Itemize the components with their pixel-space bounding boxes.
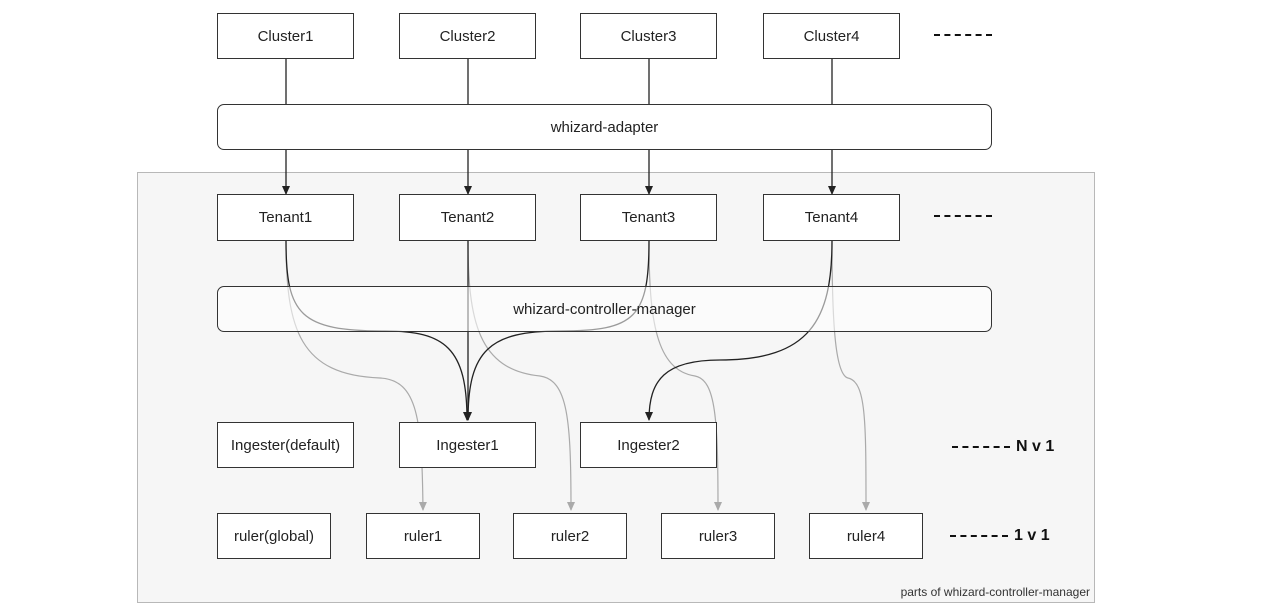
cluster-more-indicator	[934, 26, 998, 44]
ruler-label: ruler(global)	[233, 527, 315, 545]
dashed-leader	[950, 534, 1008, 537]
tenant-node-2[interactable]: Tenant2	[399, 194, 536, 241]
cluster-label: Cluster4	[803, 27, 860, 45]
ingester-label: Ingester(default)	[230, 436, 341, 454]
tenant-more-indicator	[934, 207, 998, 225]
ruler-label: ruler1	[403, 527, 443, 545]
tenant-label: Tenant4	[804, 209, 859, 226]
ruler-label: ruler3	[698, 527, 738, 545]
ingester-ratio-label: N v 1	[1016, 438, 1055, 455]
ruler-node-2[interactable]: ruler2	[513, 513, 627, 559]
cluster-label: Cluster1	[257, 27, 314, 45]
ruler-label: ruler2	[550, 527, 590, 545]
ruler-node-1[interactable]: ruler1	[366, 513, 480, 559]
ingester-default-node[interactable]: Ingester(default)	[217, 422, 354, 468]
ruler-global-node[interactable]: ruler(global)	[217, 513, 331, 559]
ruler-ratio-note: 1 v 1	[950, 527, 1050, 545]
dashed-leader	[934, 214, 992, 217]
adapter-label: whizard-adapter	[550, 118, 659, 136]
controller-manager-label: whizard-controller-manager	[513, 300, 696, 318]
cluster-node-2[interactable]: Cluster2	[399, 13, 536, 59]
ingester-node-1[interactable]: Ingester1	[399, 422, 536, 468]
controller-manager-bar[interactable]: whizard-controller-manager	[217, 286, 992, 332]
cluster-node-3[interactable]: Cluster3	[580, 13, 717, 59]
tenant-node-3[interactable]: Tenant3	[580, 194, 717, 241]
dashed-leader	[952, 445, 1010, 448]
region-caption: parts of whizard-controller-manager	[900, 585, 1090, 599]
dashed-leader	[934, 33, 992, 36]
ingester-label: Ingester1	[436, 436, 499, 454]
adapter-bar[interactable]: whizard-adapter	[217, 104, 992, 150]
ingester-node-2[interactable]: Ingester2	[580, 422, 717, 468]
tenant-label: Tenant3	[621, 209, 676, 226]
tenant-node-4[interactable]: Tenant4	[763, 194, 900, 241]
ruler-node-4[interactable]: ruler4	[809, 513, 923, 559]
cluster-node-4[interactable]: Cluster4	[763, 13, 900, 59]
cluster-label: Cluster3	[620, 27, 677, 45]
ingester-ratio-note: N v 1	[952, 438, 1054, 456]
tenant-label: Tenant2	[440, 209, 495, 226]
ruler-label: ruler4	[846, 527, 886, 545]
cluster-label: Cluster2	[439, 27, 496, 45]
cluster-adapter-edges	[285, 59, 833, 104]
tenant-label: Tenant1	[258, 209, 313, 226]
ruler-node-3[interactable]: ruler3	[661, 513, 775, 559]
tenant-node-1[interactable]: Tenant1	[217, 194, 354, 241]
ingester-label: Ingester2	[617, 436, 680, 454]
ruler-ratio-label: 1 v 1	[1014, 527, 1050, 544]
cluster-node-1[interactable]: Cluster1	[217, 13, 354, 59]
